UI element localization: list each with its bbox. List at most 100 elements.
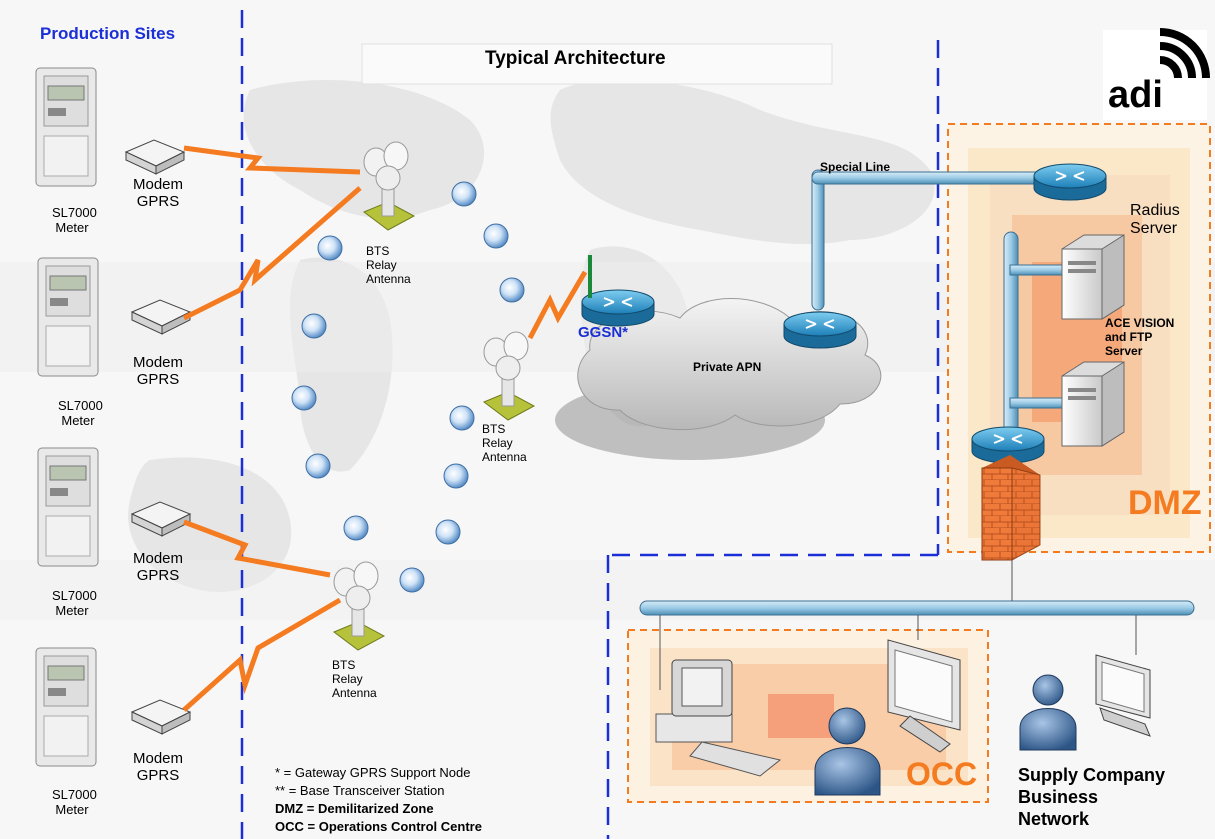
occ-monitor-icon [887, 639, 961, 753]
meter-sub: Meter [55, 802, 89, 817]
modem-line2: GPRS [136, 767, 180, 784]
production-sites-label: Production Sites [40, 24, 176, 43]
meter-label-3: SL7000 Meter [52, 588, 97, 618]
adi-logo-text: adi [1108, 74, 1163, 116]
wireless-links [182, 145, 588, 712]
bts-line2: Relay [482, 436, 513, 450]
meter-label-1: SL7000 Meter [52, 205, 97, 235]
modem-label-3: Modem GPRS [132, 550, 184, 584]
signal-bubble [499, 277, 525, 303]
meter-icons [35, 67, 99, 767]
router-icon [971, 426, 1045, 464]
meter-name: SL7000 [58, 398, 103, 413]
router-icon [581, 289, 655, 327]
legend-occ: OCC = Operations Control Centre [275, 819, 482, 834]
modem-label-2: Modem GPRS [132, 354, 184, 388]
ace-vision-server-label: ACE VISION and FTP Server [1105, 316, 1174, 358]
bts-line2: Relay [332, 672, 363, 686]
modem-icon [130, 299, 192, 335]
meter-icon [35, 647, 97, 767]
supply-monitor-icon [1095, 654, 1151, 737]
modem-line1: Modem [132, 176, 184, 193]
modem-line2: GPRS [136, 567, 180, 584]
router-icons [581, 163, 1107, 464]
legend-dmz: DMZ = Demilitarized Zone [275, 801, 434, 816]
meter-sub: Meter [55, 220, 89, 235]
bts-label-3: BTS Relay Antenna [332, 658, 377, 700]
modem-line2: GPRS [136, 193, 180, 210]
meter-name: SL7000 [52, 588, 97, 603]
meter-name: SL7000 [52, 787, 97, 802]
radius-line1: Radius [1130, 202, 1180, 219]
network-pipes [639, 169, 1195, 690]
modem-icon [130, 699, 192, 735]
supply-line1: Supply Company [1018, 765, 1166, 785]
bts-line3: Antenna [482, 450, 527, 464]
modem-line1: Modem [132, 354, 184, 371]
zone-separators [240, 10, 940, 839]
bts-line2: Relay [366, 258, 397, 272]
bts-tower-icon [333, 561, 386, 651]
firewall-icon [981, 455, 1041, 561]
radius-server-label: Radius Server [1130, 202, 1180, 238]
supply-line2: Business [1018, 787, 1099, 807]
dmz-label: DMZ [1128, 484, 1202, 522]
meter-label-2: SL7000 Meter [58, 398, 103, 428]
bts-tower-icons [333, 141, 536, 651]
bts-line1: BTS [332, 658, 356, 672]
occ-label: OCC [906, 756, 978, 792]
signal-bubble [483, 223, 509, 249]
operator-person-icon [814, 707, 881, 796]
modem-line2: GPRS [136, 371, 180, 388]
bts-label-2: BTS Relay Antenna [482, 422, 527, 464]
special-line-label: Special Line [820, 160, 891, 174]
legend: * = Gateway GPRS Support Node ** = Base … [275, 764, 482, 836]
meter-name: SL7000 [52, 205, 97, 220]
modem-icon [130, 501, 192, 537]
legend-bts: ** = Base Transceiver Station [275, 783, 445, 798]
legend-ggsn: * = Gateway GPRS Support Node [275, 765, 471, 780]
radio-signal-bubbles [291, 181, 525, 593]
signal-bubble [443, 463, 469, 489]
signal-bubble [343, 515, 369, 541]
signal-bubble [449, 405, 475, 431]
bts-label-1: BTS Relay Antenna [366, 244, 411, 286]
bts-line3: Antenna [366, 272, 411, 286]
bts-tower-icon [363, 141, 416, 231]
meter-icon [35, 67, 97, 187]
meter-icon [37, 257, 99, 377]
modem-icons [124, 139, 192, 735]
bts-line1: BTS [366, 244, 390, 258]
signal-bubble [317, 235, 343, 261]
ace-line3: Server [1105, 344, 1143, 358]
ace-line1: ACE VISION [1105, 316, 1175, 330]
router-icon [783, 311, 857, 349]
signal-bubble [305, 453, 331, 479]
occ-workstation-icon [655, 659, 782, 777]
radius-line2: Server [1130, 220, 1178, 237]
page-title: Typical Architecture [485, 48, 666, 69]
meter-label-4: SL7000 Meter [52, 787, 97, 817]
router-icon [1033, 163, 1107, 201]
meter-sub: Meter [61, 413, 95, 428]
supply-person-icon [1019, 674, 1077, 751]
ggsn-label: GGSN* [578, 324, 629, 341]
supply-company-label: Supply Company Business Network [1018, 764, 1165, 830]
meter-icon [37, 447, 99, 567]
modem-icon [124, 139, 186, 175]
title-box [361, 43, 833, 85]
meter-sub: Meter [55, 603, 89, 618]
adi-logo [1103, 28, 1210, 120]
signal-bubble [291, 385, 317, 411]
signal-bubble [399, 567, 425, 593]
bts-line3: Antenna [332, 686, 377, 700]
signal-bubble [451, 181, 477, 207]
modem-line1: Modem [132, 550, 184, 567]
bts-tower-icon [483, 331, 536, 421]
modem-label-1: Modem GPRS [132, 176, 184, 210]
server-icons [1061, 234, 1125, 447]
modem-label-4: Modem GPRS [132, 750, 184, 784]
modem-line1: Modem [132, 750, 184, 767]
